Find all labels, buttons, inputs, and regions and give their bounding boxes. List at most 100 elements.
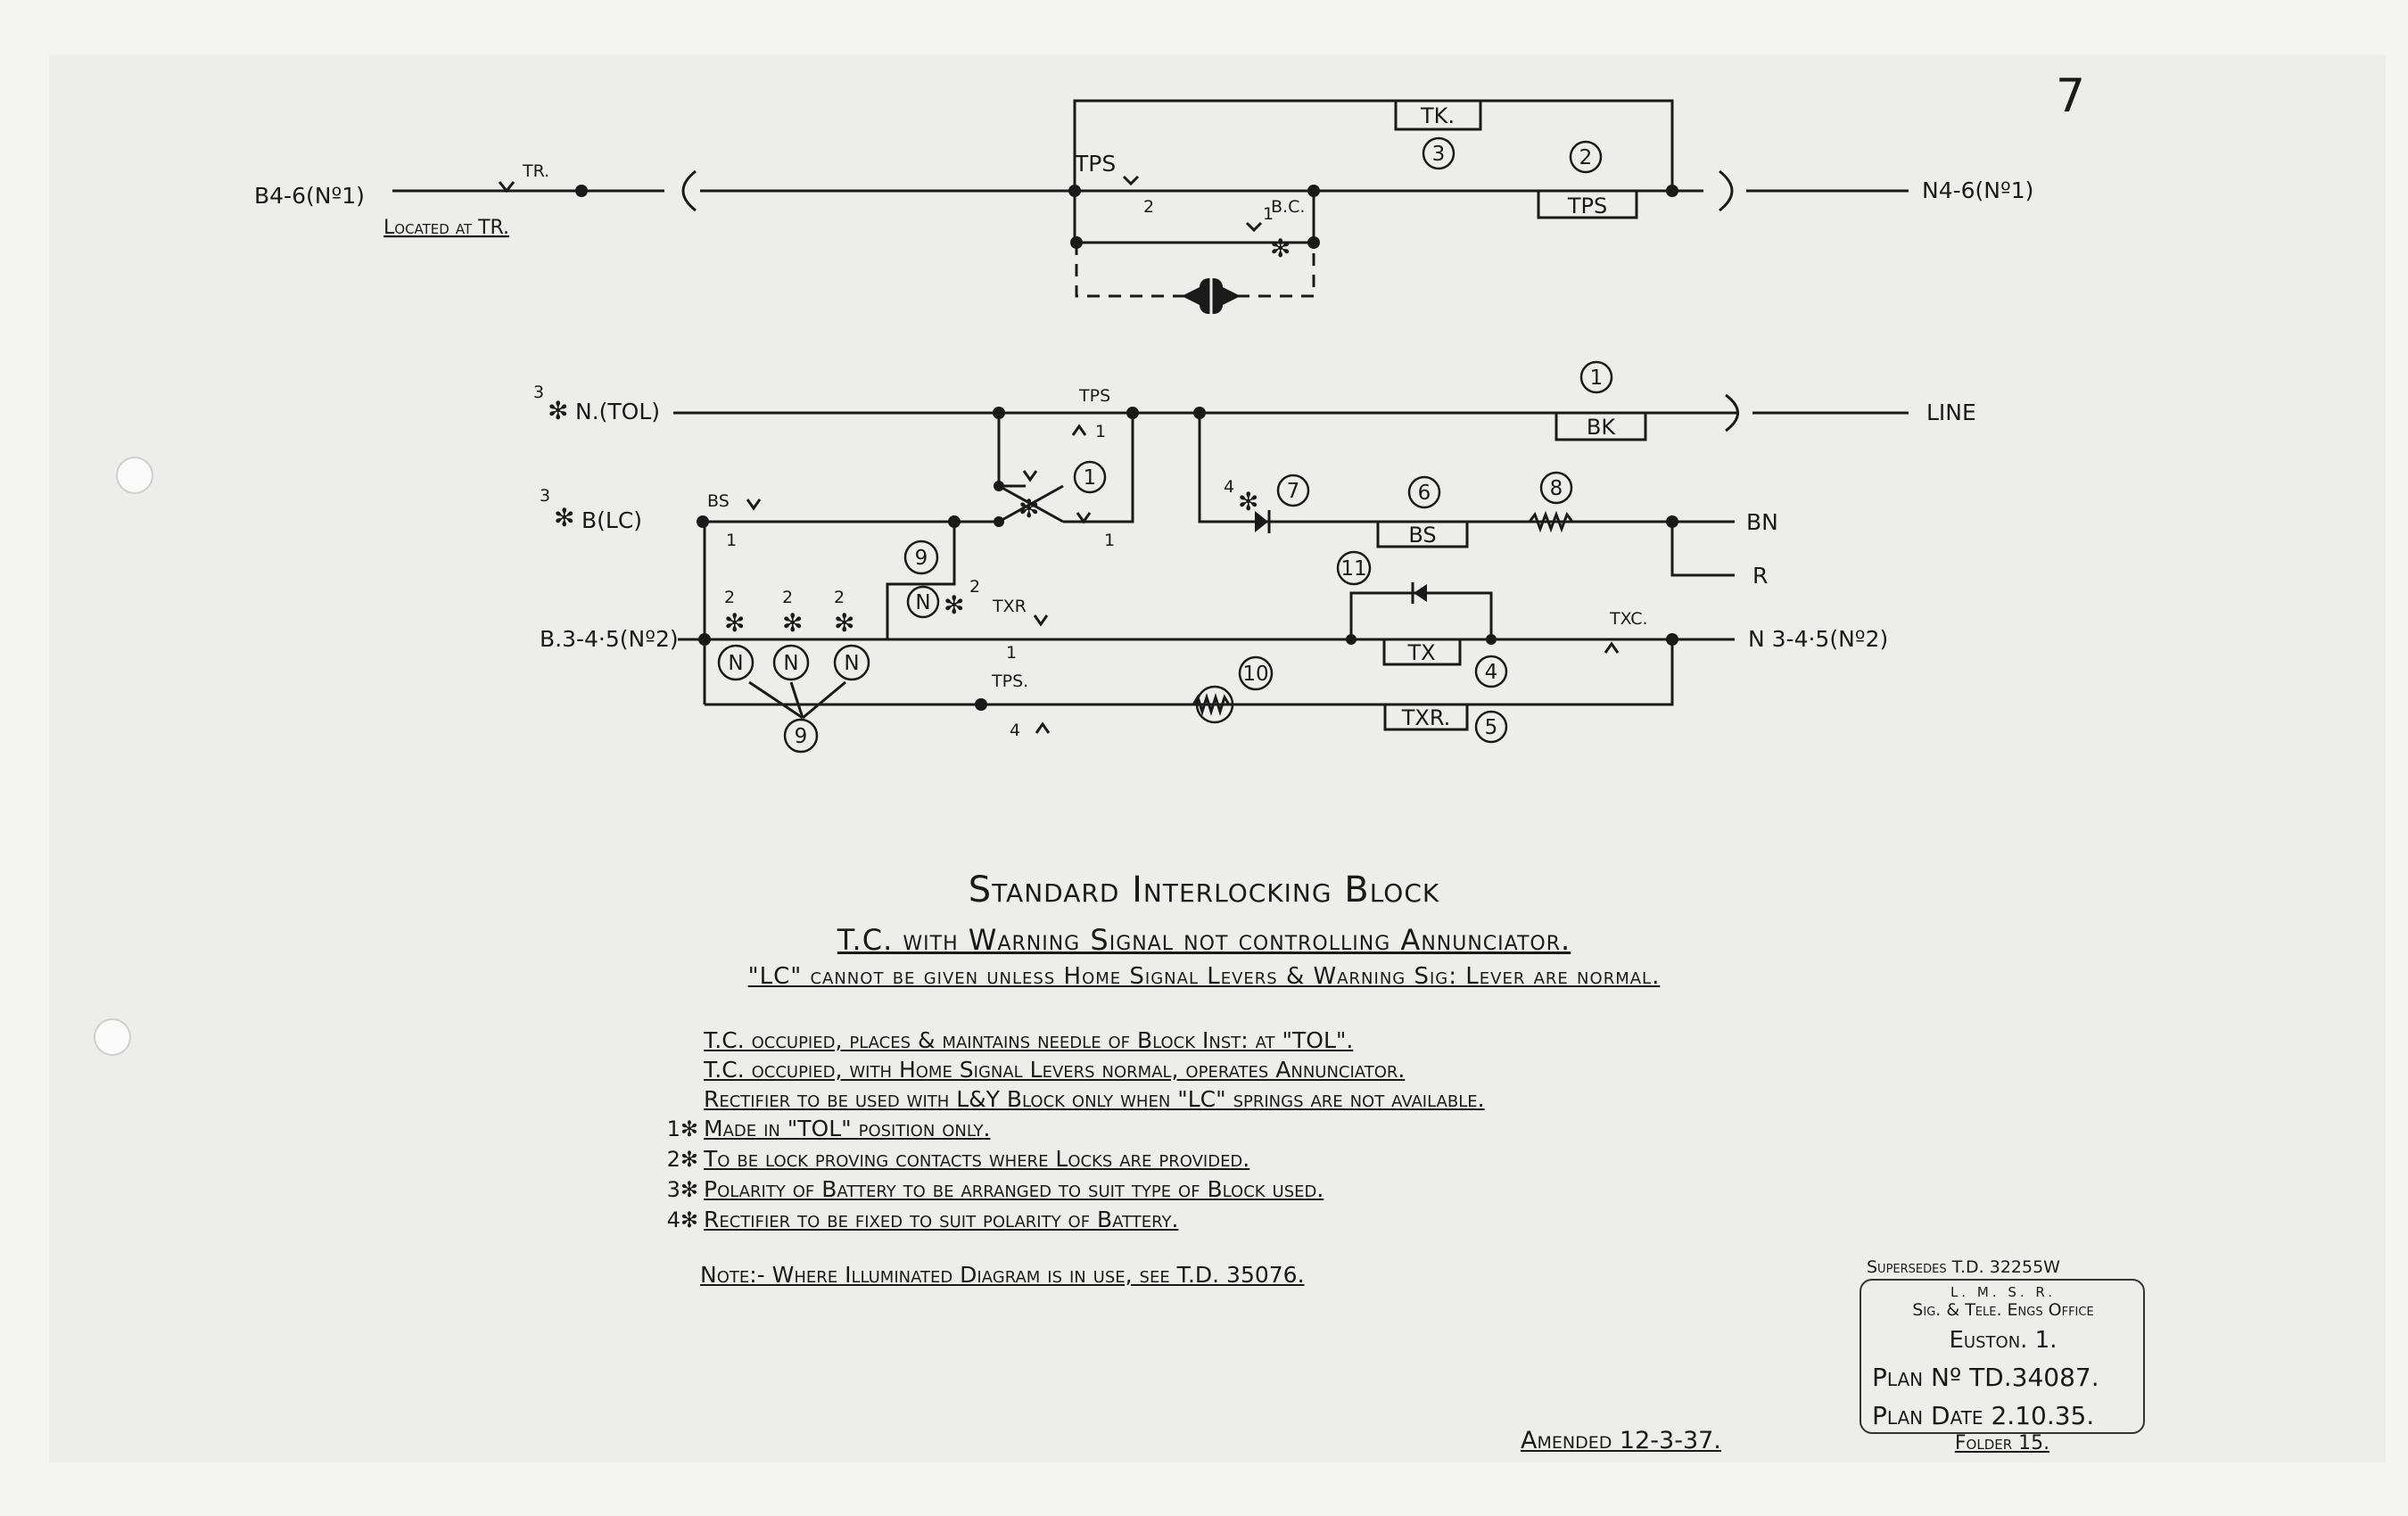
footnote-1: Made in "TOL" position only.: [704, 1116, 991, 1141]
resistor-ring: [1195, 685, 1234, 724]
footnote-3: Polarity of Battery to be arranged to su…: [704, 1176, 1324, 1202]
callout-3: [1422, 136, 1456, 170]
stamp-box: L. M. S. R. Sig. & Tele. Engs Office Eus…: [1860, 1279, 2145, 1434]
callout-1: [1579, 360, 1613, 394]
tr-label: TR.: [522, 161, 549, 181]
circuit-2: 3 ✻ N.(TOL) TPS 1 BK 1 LINE ✻ 1 1 3 ✻ B(…: [533, 360, 1976, 754]
tps-label: TPS: [1074, 151, 1116, 177]
main-title: Standard Interlocking Block: [968, 869, 1440, 910]
lock-symbol: ✻: [1018, 494, 1039, 523]
stamp-office: Sig. & Tele. Engs Office: [1912, 1300, 2094, 1320]
bs-box-label: BS: [1408, 523, 1436, 548]
bk-box-label: BK: [1587, 415, 1616, 440]
contact-mark: [1604, 641, 1620, 654]
resistor-8: [1528, 510, 1574, 533]
contact-right: 1: [1104, 531, 1115, 550]
callout-1-switch-label: 1: [1084, 466, 1097, 490]
lock-star: ✻: [724, 608, 745, 638]
plug-right: [1719, 169, 1734, 212]
callout-9b: [783, 718, 819, 754]
n-symbol: [717, 644, 755, 681]
callout-1-switch: [1073, 460, 1107, 494]
n-symbol: [906, 585, 940, 619]
footnote-mark-4: 4✻: [666, 1207, 698, 1232]
n-symbol-label: N: [783, 652, 798, 675]
footnote-4: Rectifier to be fixed to suit polarity o…: [704, 1207, 1179, 1232]
contact-mark: [1022, 470, 1038, 482]
relay-txr: [1383, 703, 1469, 731]
junction-dot: [697, 515, 709, 528]
callout-8-label: 8: [1550, 477, 1563, 500]
txc-label: TXC.: [1609, 609, 1648, 629]
callout-5-label: 5: [1485, 716, 1498, 739]
tk-box-label: TK.: [1420, 103, 1455, 128]
stamp-org: L. M. S. R.: [1950, 1284, 2057, 1300]
stamp-city: Euston. 1.: [1949, 1327, 2058, 1354]
subtitle-2-text: "LC" cannot be given unless Home Signal …: [747, 963, 1661, 990]
plan-date: Plan Date 2.10.35.: [1872, 1401, 2095, 1430]
notes-block: T.C. occupied, places & maintains needle…: [656, 1026, 1485, 1235]
amended-date: Amended 12-3-37.: [1521, 1427, 1721, 1454]
line-label: LINE: [1926, 400, 1976, 425]
callout-2-label: 2: [1579, 146, 1593, 169]
n-symbol-label: N: [728, 652, 743, 675]
leader-line: [748, 680, 804, 720]
callout-6: [1407, 475, 1441, 509]
txr-contact: 1: [1006, 643, 1017, 663]
contact-mark: [1071, 424, 1087, 436]
contact-mark: [746, 498, 762, 511]
rectifier-7: [1255, 511, 1268, 532]
plug-right: [1725, 393, 1739, 433]
rect-mark: 4: [1224, 477, 1234, 497]
terminal-b3-4-5: B.3-4·5(Nº2): [540, 626, 679, 652]
footnote-mark-1: 1✻: [666, 1116, 698, 1141]
b-lc-star: ✻: [554, 503, 574, 532]
junction-dot: [975, 698, 987, 711]
wire-bs-right: [1198, 413, 1672, 523]
subtitle-2: "LC" cannot be given unless Home Signal …: [0, 963, 2408, 990]
footnote-2: To be lock proving contacts where Locks …: [704, 1146, 1250, 1172]
contact-mark: [1033, 614, 1049, 627]
contact-mark: [1076, 512, 1092, 524]
n-symbol: [833, 644, 870, 681]
subtitle: T.C. with Warning Signal not controlling…: [0, 923, 2408, 957]
tps-bottom-contact: 4: [1010, 721, 1020, 740]
page-number: 7: [2056, 70, 2086, 123]
contact-mark: [1035, 721, 1051, 734]
bc-mark: 1: [1263, 204, 1274, 224]
rect-star: ✻: [1238, 487, 1258, 516]
callout-11-label: 11: [1340, 557, 1366, 581]
terminal-n-tol: N.(TOL): [575, 399, 660, 424]
callout-8: [1539, 471, 1573, 505]
wire: [1063, 413, 1134, 523]
relay-tps: [1537, 189, 1638, 219]
footnote-mark-2: 2✻: [666, 1147, 698, 1172]
resistor-10: [1192, 692, 1231, 717]
relay-tx: [1382, 638, 1462, 666]
relay-bk: [1554, 411, 1647, 441]
footnote-mark-3: 3✻: [666, 1177, 698, 1202]
callout-11: [1336, 550, 1372, 586]
callout-9b-label: 9: [795, 725, 808, 748]
n-symbol-label: N: [844, 652, 859, 675]
n-lock-mark: 2: [969, 577, 980, 597]
terminal-n4-6: N4-6(Nº1): [1922, 177, 2033, 203]
plan-number: Plan Nº TD.34087.: [1872, 1363, 2099, 1392]
b-lc-mark: 3: [540, 486, 550, 506]
tps-bottom-label: TPS.: [991, 671, 1028, 691]
callout-4-label: 4: [1485, 661, 1498, 684]
leader-line: [802, 680, 846, 720]
note-line-2: T.C. occupied, with Home Signal Levers n…: [704, 1057, 1406, 1083]
contact-mark: [1122, 175, 1140, 186]
callout-5: [1474, 710, 1508, 744]
relay-bs: [1376, 520, 1469, 548]
callout-2: [1569, 140, 1603, 174]
punch-hole: [94, 1018, 131, 1056]
supersedes-text: Supersedes T.D. 32255W: [1867, 1257, 2060, 1277]
callout-6-label: 6: [1418, 482, 1431, 505]
lock-mark: 2: [724, 588, 735, 607]
callout-9-label: 9: [915, 547, 928, 570]
relay-tk: [1394, 99, 1482, 131]
lock-star: ✻: [782, 608, 803, 638]
